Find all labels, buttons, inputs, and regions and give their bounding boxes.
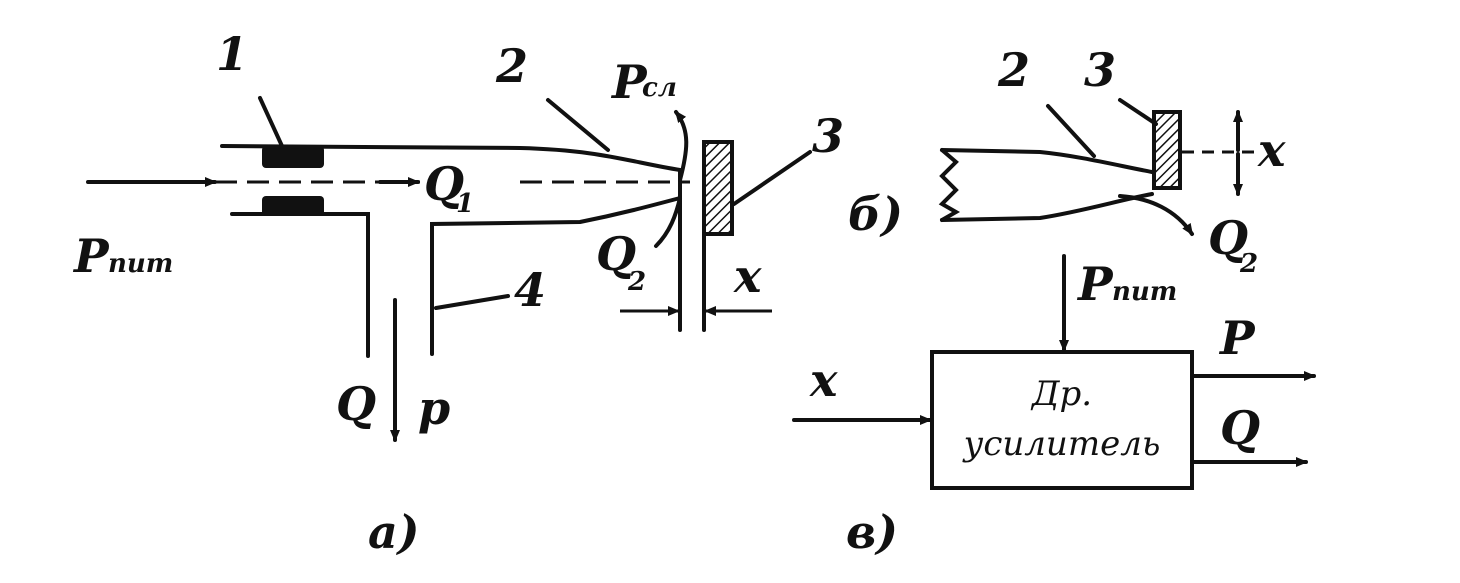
p-label: p: [418, 381, 450, 435]
label-1: 1: [216, 27, 248, 81]
caption-a: a): [368, 505, 420, 559]
p-supply-sub: пит: [108, 249, 173, 279]
leader-b-2: [1046, 104, 1096, 158]
q2-arrow-b: [1118, 194, 1194, 236]
figure-a: 1 2 3 4 P пит P сл Q 1 Q 2 x Q p a): [72, 27, 844, 559]
q-label-c: Q: [1220, 401, 1260, 455]
figure-c: Др. усилитель P пит x P Q в): [792, 254, 1316, 559]
x-label-a: x: [733, 249, 762, 303]
amplifier-box: [930, 350, 1194, 490]
nozzle-b-lower: [940, 192, 1154, 222]
nozzle-upper-wall: [220, 144, 682, 172]
leader-1: [258, 96, 284, 148]
q1-sub: 1: [456, 189, 474, 219]
p-supply-label: P: [72, 229, 110, 283]
nozzle-lower-wall: [430, 196, 682, 356]
q2-arrow: [654, 196, 682, 248]
flapper: [702, 140, 734, 236]
leader-b-3: [1118, 98, 1158, 126]
box-line-2: усилитель: [962, 424, 1161, 464]
label-3: 3: [812, 109, 844, 163]
q2-label-b: Q: [1208, 211, 1248, 265]
q1-label: Q: [424, 157, 464, 211]
x-label-c: x: [809, 353, 838, 407]
flapper-b: [1152, 110, 1182, 190]
throttle-bottom: [262, 196, 324, 216]
q2-label: Q: [596, 227, 636, 281]
box-line-1: Др.: [1030, 374, 1092, 414]
label-b-3: 3: [1084, 43, 1116, 97]
leader-2: [546, 98, 610, 152]
figure-b: 2 3 x Q 2 б): [848, 43, 1286, 279]
p-leak-sub: сл: [642, 73, 677, 103]
label-b-2: 2: [997, 43, 1030, 97]
q-label: Q: [336, 377, 376, 431]
leak-arrow: [674, 110, 689, 182]
break-line: [938, 148, 961, 222]
p-supply-label-c: P: [1076, 257, 1114, 311]
p-leak-label: P: [610, 55, 648, 109]
p-label-c: P: [1218, 311, 1256, 365]
leader-3: [732, 150, 812, 206]
label-4: 4: [514, 263, 546, 317]
x-label-b: x: [1257, 123, 1286, 177]
nozzle-b-upper: [940, 148, 1154, 174]
label-2: 2: [495, 39, 528, 93]
caption-b: б): [848, 187, 903, 241]
p-supply-sub-c: пит: [1112, 277, 1177, 307]
leader-4: [434, 294, 510, 310]
throttle-top: [262, 146, 324, 168]
q2-sub: 2: [627, 267, 646, 297]
q2-sub-b: 2: [1239, 249, 1258, 279]
tube-left-wall: [230, 212, 370, 358]
caption-c: в): [846, 505, 898, 559]
